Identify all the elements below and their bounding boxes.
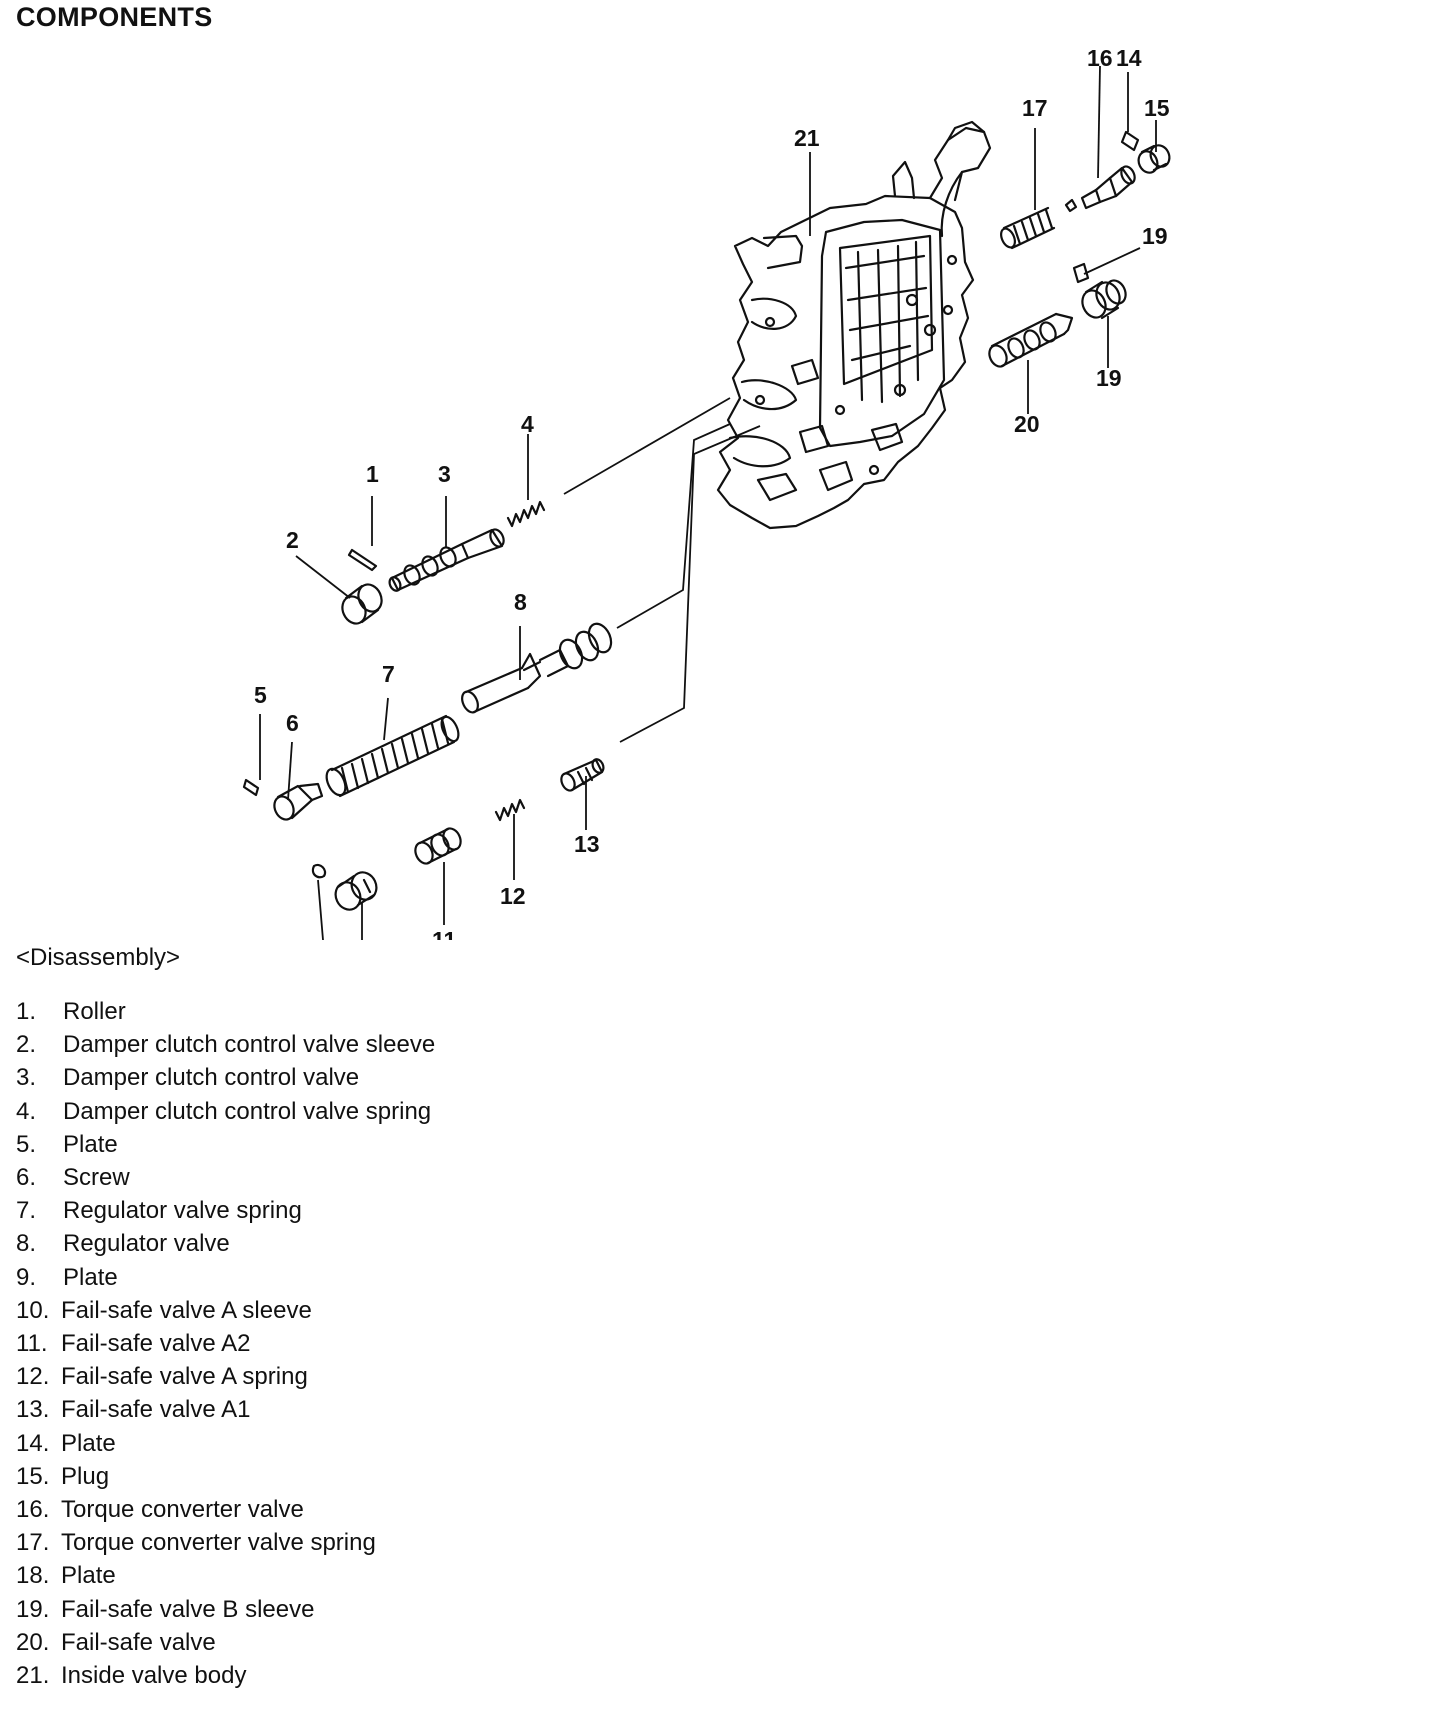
legend-item: 10.Fail-safe valve A sleeve xyxy=(16,1296,312,1324)
callout-19-lower: 19 xyxy=(1096,365,1122,391)
callout-19-upper: 19 xyxy=(1142,223,1168,249)
callout-3: 3 xyxy=(438,461,451,487)
torque-converter-spring-part xyxy=(1000,206,1056,250)
damper-clutch-sleeve-part xyxy=(341,583,383,625)
callout-12: 12 xyxy=(500,883,526,909)
plate-5-part xyxy=(242,778,260,797)
plate-14-part xyxy=(1120,130,1140,152)
legend-item: 7.Regulator valve spring xyxy=(16,1197,302,1225)
damper-clutch-spring-part xyxy=(506,500,546,528)
legend-item: 18.Plate xyxy=(16,1562,116,1590)
inside-valve-body-part xyxy=(716,120,992,530)
legend-item: 3.Damper clutch control valve xyxy=(16,1064,360,1092)
plate-9-part xyxy=(311,863,327,879)
damper-clutch-valve-part xyxy=(388,528,505,592)
callout-1: 1 xyxy=(366,461,379,487)
legend-item: 21.Inside valve body xyxy=(16,1662,247,1690)
callout-2: 2 xyxy=(286,527,299,553)
legend-item: 17.Torque converter valve spring xyxy=(16,1529,376,1557)
legend-item: 9.Plate xyxy=(16,1263,118,1291)
fail-safe-a1-part xyxy=(560,758,605,792)
callout-21: 21 xyxy=(794,125,820,151)
section-label: <Disassembly> xyxy=(16,944,181,971)
fail-safe-a-spring-part xyxy=(494,798,526,822)
fail-safe-valve-part xyxy=(988,312,1074,368)
callout-11: 11 xyxy=(432,927,457,940)
legend-item: 2.Damper clutch control valve sleeve xyxy=(16,1031,436,1059)
regulator-valve-part xyxy=(461,622,613,714)
regulator-valve-spring-part xyxy=(325,714,460,798)
plug-part xyxy=(1137,144,1171,174)
legend-item: 1.Roller xyxy=(16,998,126,1025)
legend-item: 8.Regulator valve xyxy=(16,1230,230,1258)
torque-converter-valve-part xyxy=(1064,165,1136,213)
legend-item: 14.Plate xyxy=(16,1429,116,1457)
parts-legend: 1.Roller 2.Damper clutch control valve s… xyxy=(16,995,435,1692)
page-title: COMPONENTS xyxy=(16,2,213,32)
callout-17: 17 xyxy=(1022,95,1048,121)
callout-8: 8 xyxy=(514,589,527,615)
callout-20: 20 xyxy=(1014,411,1040,437)
legend-item: 19.Fail-safe valve B sleeve xyxy=(16,1595,315,1623)
callout-5: 5 xyxy=(254,682,267,708)
legend-item: 11.Fail-safe valve A2 xyxy=(16,1330,251,1358)
fail-safe-a-sleeve-part xyxy=(334,871,378,911)
callout-7: 7 xyxy=(382,661,395,687)
fail-safe-b-sleeve-part xyxy=(1081,279,1127,320)
legend-item: 4.Damper clutch control valve spring xyxy=(16,1097,432,1125)
roller-part xyxy=(347,548,378,572)
leader-lines xyxy=(259,65,1157,940)
callout-15: 15 xyxy=(1144,95,1170,121)
callout-13: 13 xyxy=(574,831,600,857)
legend-item: 16.Torque converter valve xyxy=(16,1496,304,1524)
legend-item: 20.Fail-safe valve xyxy=(16,1628,216,1656)
callout-6: 6 xyxy=(286,710,299,736)
fail-safe-a2-part xyxy=(414,827,462,865)
callout-labels: 1 2 3 4 5 6 7 8 9 10 11 12 13 14 15 16 1… xyxy=(254,45,1170,940)
legend-item: 15.Plug xyxy=(16,1462,110,1490)
callout-16: 16 xyxy=(1087,45,1113,71)
plate-18-part xyxy=(1072,262,1090,284)
exploded-view-diagram: 1 2 3 4 5 6 7 8 9 10 11 12 13 14 15 16 1… xyxy=(242,45,1171,940)
legend-item: 13.Fail-safe valve A1 xyxy=(16,1396,251,1424)
callout-4: 4 xyxy=(521,411,534,437)
legend-item: 12.Fail-safe valve A spring xyxy=(16,1363,308,1391)
legend-item: 5.Plate xyxy=(16,1130,118,1158)
screw-part xyxy=(273,782,324,821)
callout-14: 14 xyxy=(1116,45,1142,71)
legend-item: 6.Screw xyxy=(16,1164,130,1192)
